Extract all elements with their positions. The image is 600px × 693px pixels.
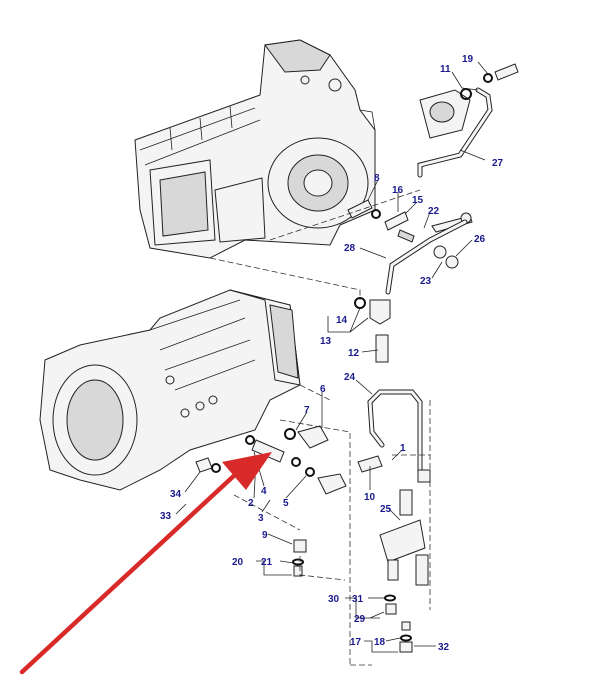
filter-flange	[419, 63, 519, 139]
callout-label: 24	[344, 372, 356, 383]
callout-label: 29	[354, 614, 366, 625]
fittings-upper	[347, 199, 473, 269]
callout-label: 3	[258, 513, 264, 524]
callout-label: 15	[412, 195, 424, 206]
assembly-lines	[209, 189, 431, 666]
callout-label: 22	[428, 206, 440, 217]
callout-label: 23	[420, 276, 432, 287]
callout-label: 34	[170, 489, 182, 500]
rear-axle-housing	[134, 39, 376, 259]
gearbox-housing	[39, 289, 301, 491]
callout-label: 26	[474, 234, 486, 245]
callout-label: 2	[248, 498, 254, 509]
red-arrow-icon	[19, 452, 272, 675]
callout-label: 7	[304, 405, 310, 416]
callout-label: 13	[320, 336, 332, 347]
callout-label: 10	[364, 492, 376, 503]
callout-label: 21	[261, 557, 273, 568]
callout-label: 27	[492, 158, 504, 169]
callout-label: 28	[344, 243, 356, 254]
callout-labels: 19 11 27 8 16 15 22 28 26 23 14 13 12 24…	[160, 54, 504, 653]
callout-label: 1	[400, 443, 406, 454]
callout-label: 4	[261, 486, 267, 497]
callout-label: 11	[440, 64, 451, 75]
callout-label: 17	[350, 637, 362, 648]
callout-label: 19	[462, 54, 474, 65]
callout-label: 30	[328, 594, 340, 605]
valve-block	[379, 469, 431, 586]
callout-label: 16	[392, 185, 404, 196]
callout-label: 9	[262, 530, 268, 541]
tee-fitting	[354, 297, 391, 363]
callout-label: 33	[160, 511, 172, 522]
leader-lines	[175, 61, 489, 653]
callout-label: 25	[380, 504, 392, 515]
fittings-left	[195, 457, 221, 473]
callout-label: 12	[348, 348, 360, 359]
callout-label: 32	[438, 642, 450, 653]
callout-label: 20	[232, 557, 244, 568]
callout-label: 31	[352, 594, 364, 605]
fittings-middle	[245, 425, 383, 495]
callout-label: 14	[336, 315, 348, 326]
callout-label: 18	[374, 637, 386, 648]
callout-label: 8	[374, 173, 380, 184]
callout-label: 5	[283, 498, 289, 509]
callout-label: 6	[320, 384, 326, 395]
